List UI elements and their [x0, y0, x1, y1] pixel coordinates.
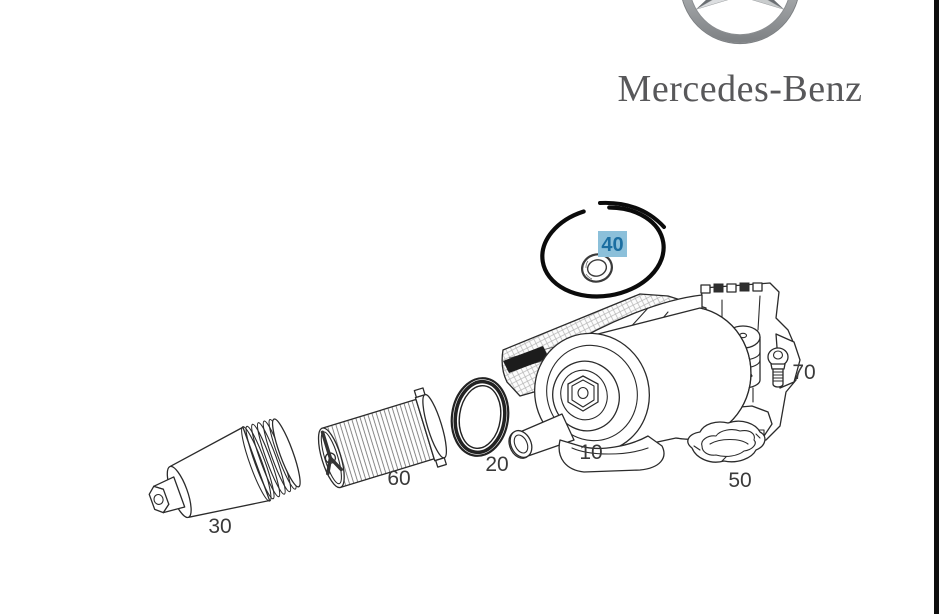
callout-70[interactable]: 70 — [792, 361, 815, 384]
brand-wordmark: Mercedes-Benz — [618, 68, 863, 110]
callout-50[interactable]: 50 — [728, 469, 751, 492]
callout-10[interactable]: 10 — [579, 441, 602, 464]
exploded-diagram: 40 10 20 30 50 60 70 — [148, 200, 816, 538]
part-40-drawing — [581, 253, 613, 283]
callout-30[interactable]: 30 — [208, 515, 231, 538]
part-70-drawing — [767, 347, 789, 388]
callout-20[interactable]: 20 — [485, 453, 508, 476]
mercedes-star-icon — [682, 0, 798, 45]
part-50-drawing — [687, 420, 766, 463]
part-60-drawing — [317, 387, 448, 489]
selection-annotation-ellipse — [540, 200, 666, 299]
part-40-highlight-box[interactable] — [598, 231, 627, 257]
callout-40[interactable]: 40 — [601, 234, 623, 256]
right-edge-bar — [934, 0, 939, 614]
part-20-drawing — [450, 377, 510, 457]
callout-60[interactable]: 60 — [387, 467, 410, 490]
part-30-drawing — [148, 418, 301, 519]
